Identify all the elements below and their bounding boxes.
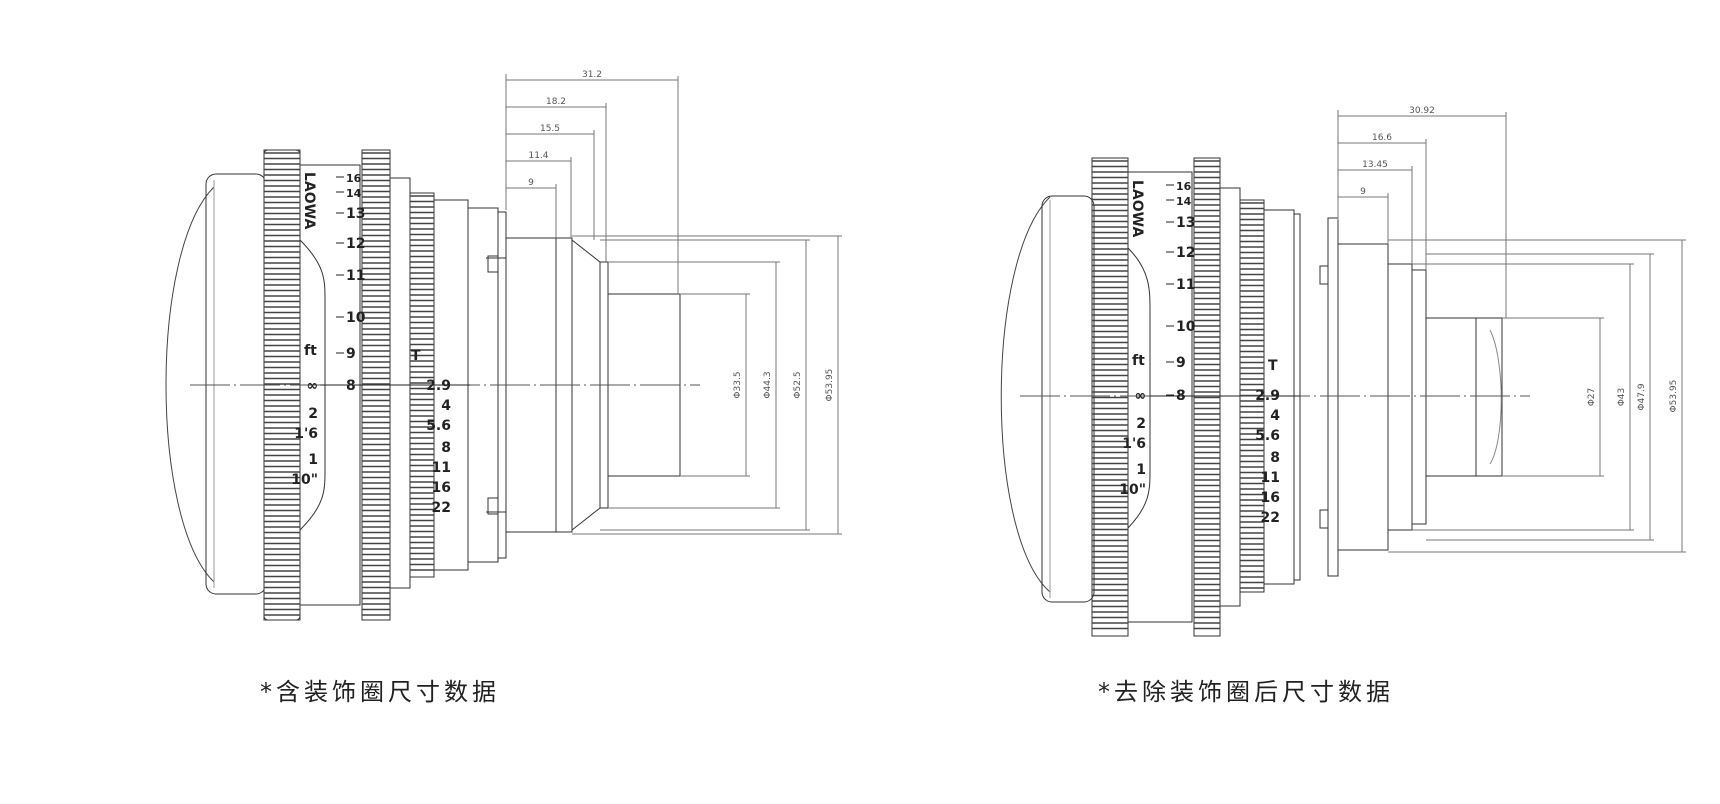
focus-mark-m: 8 xyxy=(1176,388,1186,404)
focus-mark-m: 12 xyxy=(346,236,365,252)
focus-mark-ft: 1'6 xyxy=(294,426,318,442)
focus-mark-ft: 1 xyxy=(1136,462,1146,478)
left-aperture-scale: 2.9 4 5.6 8 11 16 22 xyxy=(426,378,451,516)
dimension-diameter: Φ53.95 xyxy=(825,369,835,402)
focus-mark-m: 11 xyxy=(1176,277,1195,293)
right-focus-scale-ft: ∞ 2 1'6 1 10" xyxy=(1119,388,1146,498)
aperture-mark: 4 xyxy=(441,398,451,414)
dimension-length: 9 xyxy=(528,178,534,188)
dimension-diameter: Φ43 xyxy=(1617,388,1627,407)
focus-mark-m: 11 xyxy=(346,268,365,284)
dimension-length: 15.5 xyxy=(540,124,560,134)
right-brand-text: LAOWA xyxy=(1129,180,1145,237)
focus-mark-ft: ∞ xyxy=(1134,388,1146,404)
right-aperture-scale: 2.9 4 5.6 8 11 16 22 xyxy=(1255,388,1280,526)
focus-mark-m: 8 xyxy=(346,378,356,394)
focus-mark-ft: 2 xyxy=(308,406,318,422)
focus-mark-ft: 2 xyxy=(1136,416,1146,432)
aperture-mark: 5.6 xyxy=(426,418,451,434)
aperture-mark: 16 xyxy=(432,480,451,496)
focus-mark-m: 9 xyxy=(1176,355,1186,371)
caption-left: *含装饰圈尺寸数据 xyxy=(260,678,500,706)
focus-mark-m: 16 xyxy=(1176,180,1192,193)
aperture-mark: 5.6 xyxy=(1255,428,1280,444)
aperture-mark: 8 xyxy=(441,440,451,456)
left-focus-scale-m: 16 14 13 12 11 10 9 8 xyxy=(336,172,366,394)
aperture-mark: 11 xyxy=(1261,470,1280,486)
aperture-mark: 16 xyxy=(1261,490,1280,506)
right-unit-t: T xyxy=(1268,358,1278,374)
dimension-diameter: Φ33.5 xyxy=(733,371,743,398)
dimension-diameter: Φ44.3 xyxy=(763,371,773,398)
focus-mark-m: 10 xyxy=(1176,319,1196,335)
focus-mark-m: 16 xyxy=(346,172,362,185)
focus-mark-ft: 1'6 xyxy=(1122,436,1146,452)
focus-mark-ft: 1 xyxy=(308,452,318,468)
left-unit-ft: ft xyxy=(304,343,317,359)
right-ring-labels: LAOWA ft T xyxy=(1129,180,1278,374)
aperture-mark: 11 xyxy=(432,460,451,476)
right-unit-ft: ft xyxy=(1132,353,1145,369)
dimension-length: 11.4 xyxy=(528,151,548,161)
focus-mark-ft: 10" xyxy=(291,472,318,488)
dimension-length: 13.45 xyxy=(1362,160,1388,170)
left-brand-text: LAOWA xyxy=(301,172,317,229)
dimension-length: 30.92 xyxy=(1409,106,1435,116)
right-lens-drawing xyxy=(1000,157,1530,637)
aperture-mark: 2.9 xyxy=(1255,388,1280,404)
focus-mark-ft: ∞ xyxy=(306,378,318,394)
dimension-diameter: Φ47.9 xyxy=(1637,383,1647,410)
aperture-mark: 2.9 xyxy=(426,378,451,394)
dimension-diameter: Φ52.5 xyxy=(793,371,803,398)
dimension-length: 18.2 xyxy=(546,97,566,107)
aperture-mark: 22 xyxy=(432,500,451,516)
left-unit-t: T xyxy=(411,348,421,364)
focus-mark-m: 13 xyxy=(346,206,365,222)
caption-right: *去除装饰圈后尺寸数据 xyxy=(1098,678,1394,706)
focus-mark-m: 12 xyxy=(1176,245,1195,261)
focus-mark-m: 14 xyxy=(346,187,362,200)
dimension-length: 16.6 xyxy=(1372,133,1392,143)
right-focus-scale-m: 16 14 13 12 11 10 9 8 xyxy=(1166,180,1196,404)
focus-mark-m: 13 xyxy=(1176,215,1195,231)
focus-mark-m: 9 xyxy=(346,346,356,362)
aperture-mark: 8 xyxy=(1270,450,1280,466)
focus-mark-m: 10 xyxy=(346,310,366,326)
left-lens-drawing xyxy=(165,149,700,621)
dimension-length: 9 xyxy=(1360,187,1366,197)
aperture-mark: 22 xyxy=(1261,510,1280,526)
dimension-diameter: Φ27 xyxy=(1587,388,1597,407)
aperture-mark: 4 xyxy=(1270,408,1280,424)
left-ring-labels: LAOWA ft T xyxy=(301,172,421,364)
left-focus-scale-ft: ∞ 2 1'6 1 10" xyxy=(291,378,318,488)
focus-mark-ft: 10" xyxy=(1119,482,1146,498)
dimension-diameter: Φ53.95 xyxy=(1669,380,1679,413)
focus-mark-m: 14 xyxy=(1176,195,1192,208)
dimension-length: 31.2 xyxy=(582,70,602,80)
